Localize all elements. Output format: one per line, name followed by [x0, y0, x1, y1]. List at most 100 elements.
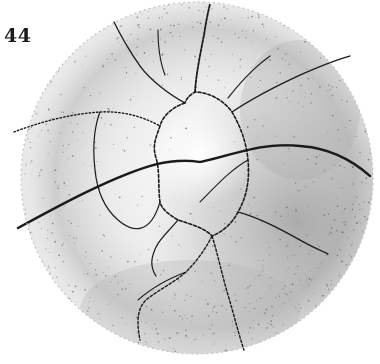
- stipple-dot: [49, 252, 50, 253]
- stipple-dot: [45, 124, 46, 125]
- stipple-dot: [307, 159, 309, 161]
- stipple-dot: [240, 59, 242, 61]
- stipple-dot: [159, 225, 161, 227]
- stipple-dot: [91, 165, 92, 166]
- stipple-dot: [230, 20, 231, 21]
- stipple-dot: [279, 295, 280, 296]
- stipple-dot: [38, 136, 39, 137]
- stipple-dot: [224, 223, 225, 224]
- stipple-dot: [323, 214, 325, 216]
- stipple-dot: [256, 300, 257, 301]
- stipple-dot: [110, 256, 111, 257]
- stipple-dot: [293, 255, 294, 256]
- stipple-dot: [245, 37, 247, 39]
- stipple-dot: [77, 139, 78, 140]
- stipple-dot: [361, 182, 363, 184]
- stipple-dot: [144, 333, 145, 334]
- stipple-dot: [58, 188, 59, 189]
- stipple-dot: [160, 39, 161, 40]
- stipple-dot: [94, 300, 95, 301]
- stipple-dot: [25, 209, 26, 210]
- stipple-dot: [224, 87, 225, 88]
- stipple-dot: [121, 25, 123, 27]
- stipple-dot: [275, 297, 276, 298]
- stipple-dot: [275, 212, 276, 213]
- stipple-dot: [258, 14, 259, 15]
- stipple-dot: [291, 255, 292, 256]
- stipple-dot: [75, 285, 77, 287]
- stipple-dot: [316, 156, 318, 158]
- stipple-dot: [217, 38, 218, 39]
- stipple-dot: [101, 250, 103, 252]
- stipple-dot: [125, 77, 126, 78]
- stipple-dot: [83, 87, 84, 88]
- stipple-dot: [345, 224, 346, 225]
- stipple-dot: [249, 303, 250, 304]
- stipple-dot: [137, 205, 138, 206]
- stipple-dot: [84, 289, 86, 291]
- stipple-dot: [71, 223, 72, 224]
- stipple-dot: [27, 138, 28, 139]
- stipple-dot: [215, 101, 216, 102]
- stipple-dot: [234, 331, 235, 332]
- stipple-dot: [197, 22, 198, 23]
- stipple-dot: [184, 315, 185, 316]
- stipple-dot: [285, 233, 286, 234]
- stipple-dot: [202, 281, 203, 282]
- stipple-dot: [206, 7, 207, 8]
- stipple-dot: [52, 223, 54, 225]
- stipple-dot: [121, 317, 122, 318]
- stipple-dot: [260, 69, 261, 70]
- stipple-dot: [189, 7, 191, 9]
- stipple-dot: [135, 72, 136, 73]
- stipple-dot: [315, 163, 317, 165]
- stipple-dot: [328, 84, 330, 86]
- stipple-dot: [298, 190, 299, 191]
- stipple-dot: [327, 90, 328, 91]
- stipple-dot: [269, 247, 270, 248]
- stipple-dot: [309, 278, 311, 280]
- stipple-dot: [258, 260, 259, 261]
- stipple-dot: [144, 52, 146, 54]
- stipple-dot: [63, 243, 64, 244]
- stipple-dot: [174, 294, 176, 296]
- stipple-dot: [124, 150, 125, 151]
- stipple-dot: [337, 129, 339, 131]
- stipple-dot: [298, 103, 299, 104]
- stipple-dot: [251, 42, 252, 43]
- stipple-dot: [226, 8, 228, 10]
- stipple-dot: [266, 327, 268, 329]
- stipple-dot: [47, 230, 48, 231]
- stipple-dot: [351, 244, 353, 246]
- stipple-dot: [68, 285, 69, 286]
- stipple-dot: [175, 351, 176, 352]
- stipple-dot: [24, 173, 25, 174]
- stipple-dot: [181, 4, 182, 5]
- stipple-dot: [56, 276, 58, 278]
- stipple-dot: [260, 298, 261, 299]
- stipple-dot: [255, 278, 256, 279]
- stipple-dot: [287, 257, 288, 258]
- stipple-dot: [235, 300, 237, 302]
- stipple-dot: [288, 268, 289, 269]
- stipple-dot: [321, 181, 322, 182]
- stipple-dot: [85, 257, 86, 258]
- stipple-dot: [241, 17, 242, 18]
- stipple-dot: [63, 261, 65, 263]
- stipple-dot: [344, 205, 345, 206]
- stipple-dot: [247, 287, 248, 288]
- stipple-dot: [192, 21, 193, 22]
- stipple-dot: [336, 87, 337, 88]
- stipple-dot: [240, 66, 241, 67]
- stipple-dot: [103, 234, 105, 236]
- stipple-dot: [159, 17, 160, 18]
- stipple-dot: [72, 112, 74, 114]
- stipple-dot: [365, 131, 367, 133]
- stipple-dot: [332, 86, 334, 88]
- stipple-dot: [310, 102, 312, 104]
- stipple-dot: [113, 144, 114, 145]
- stipple-dot: [341, 99, 342, 100]
- stipple-dot: [262, 265, 263, 266]
- stipple-dot: [327, 285, 328, 286]
- stipple-dot: [283, 324, 284, 325]
